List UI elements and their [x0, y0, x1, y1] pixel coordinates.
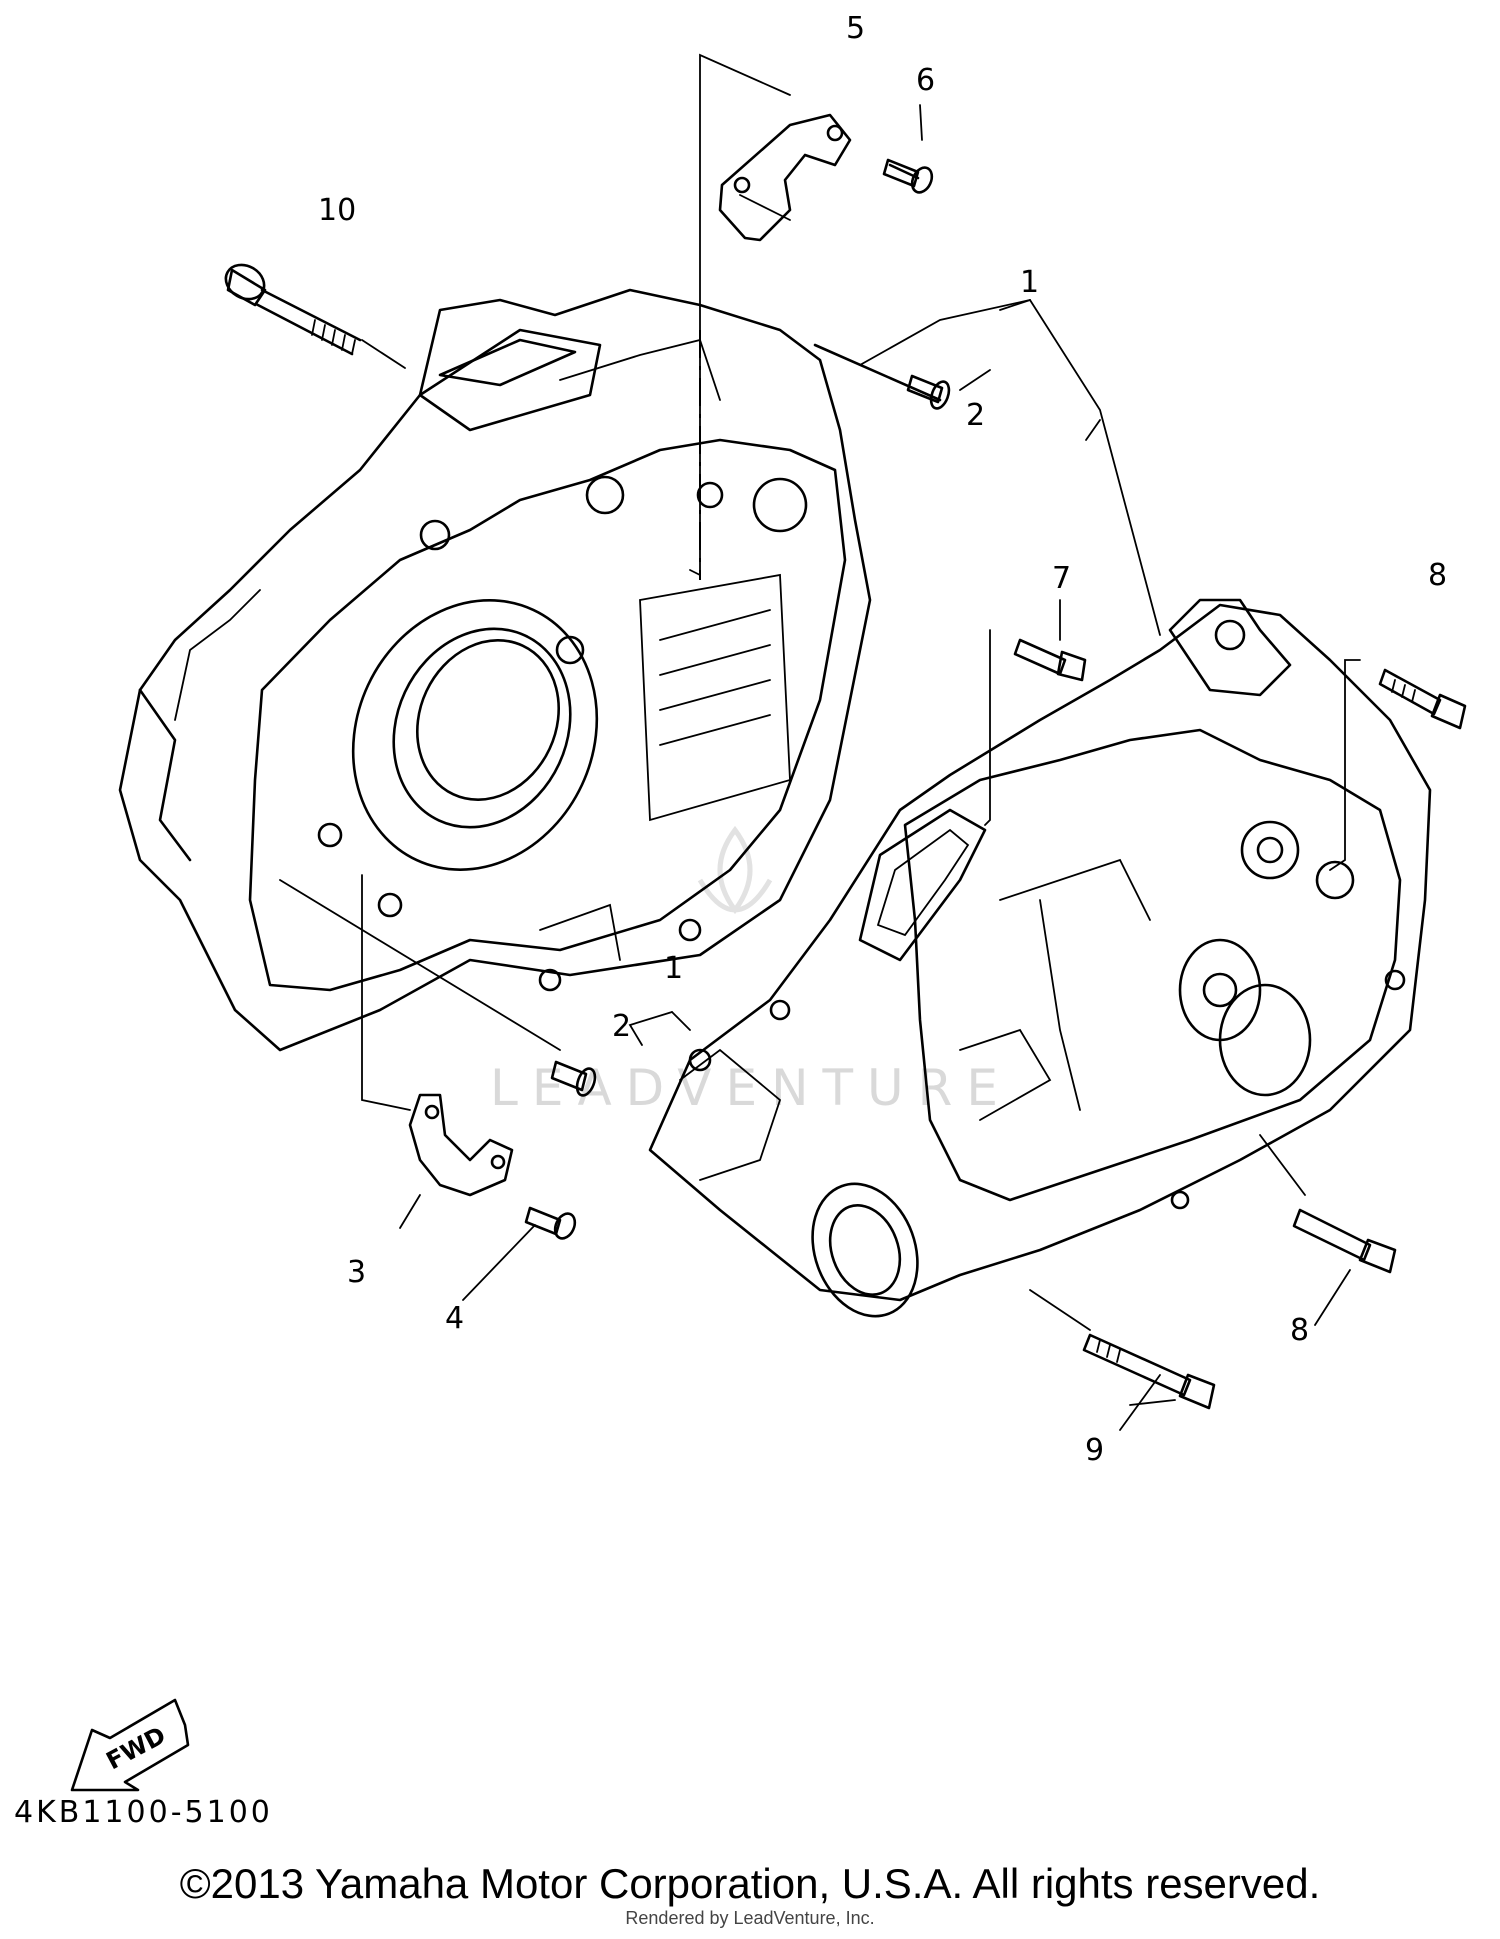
- fwd-arrow: FWD: [70, 1698, 190, 1792]
- right-crankcase-half: [648, 598, 1432, 1318]
- bolt-8-lower: [1292, 1208, 1397, 1274]
- callout-5: 5: [846, 11, 865, 46]
- part-code: 4KB1100-5100: [14, 1795, 273, 1830]
- callout-2-lower: 2: [612, 1009, 631, 1044]
- dowel-pin-upper: [813, 343, 951, 410]
- copyright-text: ©2013 Yamaha Motor Corporation, U.S.A. A…: [179, 1860, 1321, 1907]
- rendered-by-text: Rendered by LeadVenture, Inc.: [625, 1908, 875, 1928]
- callout-8-upper: 8: [1428, 558, 1447, 593]
- callout-1-lower: 1: [664, 951, 683, 986]
- callout-4: 4: [445, 1301, 464, 1336]
- bolt-9: [1082, 1333, 1216, 1410]
- left-crankcase-half: [118, 288, 872, 1052]
- callout-9: 9: [1085, 1433, 1104, 1468]
- screw-lower: [524, 1206, 577, 1240]
- bracket-lower: [408, 1093, 514, 1197]
- callout-2-upper: 2: [966, 398, 985, 433]
- callout-8-lower: 8: [1290, 1313, 1309, 1348]
- dowel-pin-lower: [550, 1060, 597, 1097]
- callout-1-upper: 1: [1020, 265, 1039, 300]
- bolt-8-upper: [1378, 668, 1467, 730]
- leader-lines: [279, 53, 1361, 1431]
- callout-3: 3: [347, 1255, 366, 1290]
- screw-upper: [882, 158, 934, 194]
- bolt-7: [1013, 638, 1087, 682]
- bracket-upper: [718, 113, 852, 242]
- callout-labels: 5 6 10 1 2 7 8 1 2 3 4 8 9: [318, 11, 1447, 1468]
- fwd-label: FWD: [102, 1721, 171, 1775]
- bolt-10: [224, 263, 362, 356]
- callout-7: 7: [1052, 561, 1071, 596]
- callout-6: 6: [916, 63, 935, 98]
- callout-10: 10: [318, 193, 356, 228]
